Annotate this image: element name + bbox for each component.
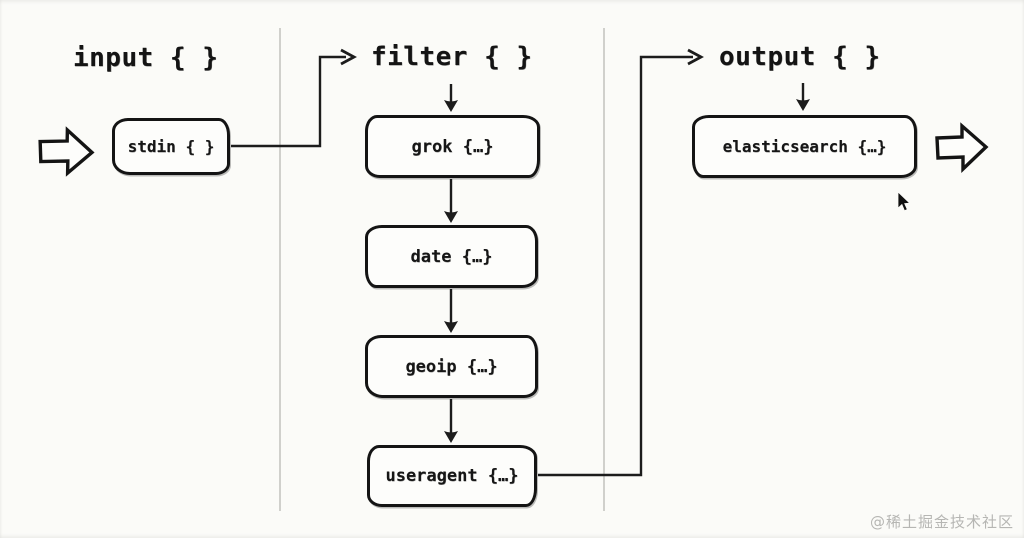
arrowhead-elasticsearch bbox=[796, 99, 810, 111]
node-date: date {…} bbox=[365, 225, 538, 288]
section-divider-left bbox=[279, 28, 281, 511]
arrowhead-filter bbox=[340, 48, 357, 66]
section-title-input: input { } bbox=[73, 43, 219, 73]
arrowhead-output bbox=[687, 48, 704, 66]
mouse-cursor-icon bbox=[897, 191, 911, 212]
section-title-output: output { } bbox=[719, 42, 881, 72]
node-grok-label: grok {…} bbox=[411, 136, 494, 157]
connector-stdin-to-filter bbox=[231, 55, 346, 148]
flow-out-arrow-icon bbox=[935, 122, 989, 173]
node-useragent-label: useragent {…} bbox=[385, 466, 519, 486]
node-geoip-label: geoip {…} bbox=[405, 356, 498, 377]
connector-useragent-to-output bbox=[538, 55, 693, 477]
watermark: @稀土掘金技术社区 bbox=[869, 513, 1014, 531]
node-stdin-label: stdin { } bbox=[127, 137, 215, 156]
section-title-filter: filter { } bbox=[371, 42, 533, 72]
node-date-label: date {…} bbox=[410, 246, 493, 267]
flow-in-arrow-icon bbox=[38, 126, 95, 177]
node-stdin: stdin { } bbox=[112, 118, 230, 175]
node-geoip: geoip {…} bbox=[365, 335, 538, 398]
arrowhead-geoip bbox=[444, 321, 458, 333]
arrowhead-useragent bbox=[444, 431, 458, 443]
node-elasticsearch-label: elasticsearch {…} bbox=[722, 137, 887, 156]
section-divider-right bbox=[603, 28, 605, 511]
arrowhead-date bbox=[444, 211, 458, 223]
node-elasticsearch: elasticsearch {…} bbox=[692, 115, 917, 178]
node-grok: grok {…} bbox=[365, 115, 540, 178]
arrowhead-grok bbox=[444, 100, 458, 112]
node-useragent: useragent {…} bbox=[367, 445, 537, 507]
